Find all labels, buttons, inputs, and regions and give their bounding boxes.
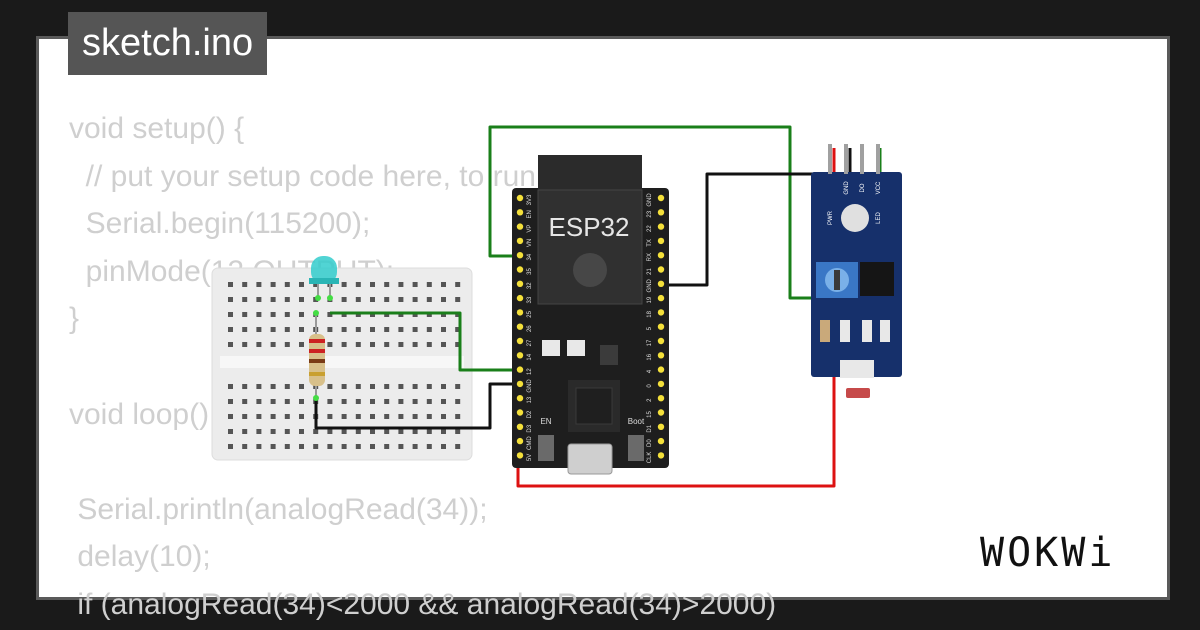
svg-text:WOKWi: WOKWi [980,530,1115,576]
en-button-label: EN [540,417,551,426]
esp32-pin-label: 18 [647,310,653,317]
boot-button-label: Boot [628,417,645,426]
esp32-pin-label: 15 [647,411,653,418]
esp32-label: ESP32 [549,212,630,242]
esp32-pin-label: 12 [527,368,533,375]
esp32-pin-label: CMD [527,436,533,450]
esp32-pin-label: TX [647,239,653,247]
esp32-pin-label: GND [647,278,653,292]
esp32-pin-label: D1 [647,424,653,432]
breadboard-holes [228,282,461,449]
sensor-pin-labels: GND DO VCC PWR LED [828,181,882,225]
code-line: delay(10); [69,540,211,574]
wire-black-esp-to-sensor [660,148,852,287]
sensor-pin-label: DO [860,183,866,192]
esp32-pin-label: 3V3 [527,194,533,205]
esp32-pin-label: 34 [527,253,533,260]
esp32-pin-label: 35 [527,268,533,275]
esp32-pin-label: 19 [647,296,653,303]
esp32-pin-label: 17 [647,339,653,346]
sensor-led-label: LED [876,211,882,223]
en-button[interactable] [538,435,554,461]
wokwi-logo: WOKWi [980,530,1115,576]
esp32-pin-label: 5 [647,326,653,330]
code-line: void setup() { [69,112,245,145]
photoresistor-icon [846,388,870,398]
code-line: // put your setup code here, to run once… [69,159,618,193]
esp32-pin-label: RX [647,253,653,261]
esp32-pin-label: 0 [647,384,653,388]
esp32-pin-label: 14 [527,353,533,360]
esp32-pin-label: CLK [647,452,653,464]
esp32-pin-label: 32 [527,282,533,289]
esp32-pin-label: D0 [647,439,653,447]
file-tab[interactable]: sketch.ino [68,12,268,75]
esp32-board[interactable]: ESP32 EN Boot 3V3ENVPVN34353233252627141… [512,155,669,475]
esp32-pin-label: 23 [647,210,653,217]
esp32-pin-label: 33 [527,296,533,303]
esp32-pin-label: D3 [527,424,533,432]
code-line: } [69,302,80,336]
esp32-pin-label: D2 [527,410,533,418]
esp32-pin-label: 25 [527,310,533,317]
esp32-pin-label: VP [527,225,533,233]
esp32-pin-label: 13 [527,396,533,403]
led[interactable] [309,256,339,301]
code-line: Serial.println(analogRead(34)); [69,492,488,526]
usb-port [567,443,613,475]
resistor[interactable] [309,310,325,401]
esp32-pin-label: 27 [527,339,533,346]
esp32-pin-label: GND [527,379,533,393]
sensor-pin-label: VCC [876,181,882,194]
sensor-pin-label: GND [844,181,850,195]
code-line: void loop() { [69,397,228,431]
esp32-pin-label: 22 [647,225,653,232]
esp32-pin-label: 5V [527,454,533,461]
esp32-pin-label: 26 [527,325,533,332]
esp32-pin-label: VN [527,239,533,247]
esp32-pin-label: 21 [647,268,653,275]
esp32-pin-label: EN [527,210,533,218]
code-line: if (analogRead(34)<2000 && analogRead(34… [69,587,777,621]
esp32-pin-label: 4 [647,369,653,373]
espressif-logo-icon [573,253,607,287]
boot-button[interactable] [628,435,644,461]
breadboard[interactable] [211,267,473,461]
wire-green-bb-to-esp [330,311,520,372]
sensor-led-label: PWR [828,210,834,225]
sensor-module[interactable]: GND DO VCC PWR LED [811,144,902,398]
code-line: Serial.begin(115200); [69,207,371,241]
esp32-pin-label: 16 [647,353,653,360]
wire-black-bb-to-esp [314,382,520,430]
esp32-pin-label: GND [647,193,653,207]
sensor-element-icon [841,204,869,232]
esp32-pin-label: 2 [647,398,653,402]
